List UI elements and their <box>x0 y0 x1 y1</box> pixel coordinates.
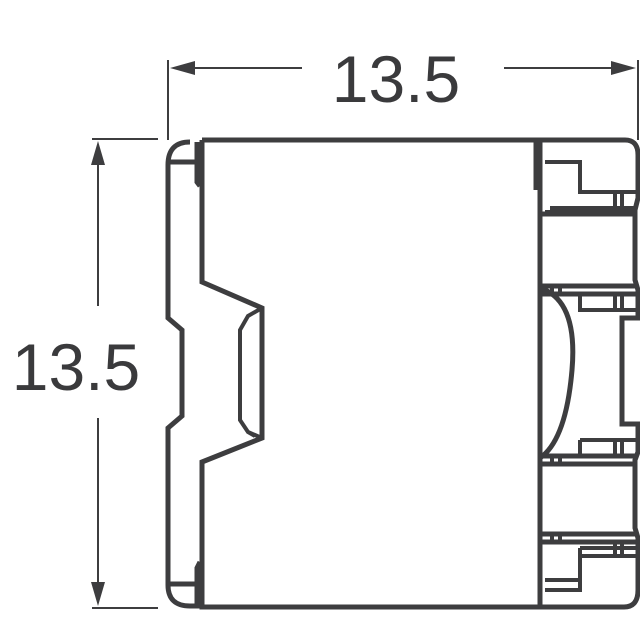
arrow-down-icon <box>91 582 105 606</box>
arrow-right-icon <box>611 61 636 75</box>
height-dimension-label: 13.5 <box>12 330 140 404</box>
left-terminal <box>165 139 203 609</box>
right-terminal <box>540 137 640 610</box>
body-notch <box>238 306 263 440</box>
component-outline <box>165 137 640 610</box>
height-dimension <box>91 138 158 609</box>
width-dimension <box>167 60 639 140</box>
curved-core-edge <box>538 285 576 461</box>
center-body <box>199 137 540 610</box>
arrow-up-icon <box>91 141 105 165</box>
arrow-left-icon <box>170 61 195 75</box>
width-dimension-label: 13.5 <box>332 42 460 116</box>
